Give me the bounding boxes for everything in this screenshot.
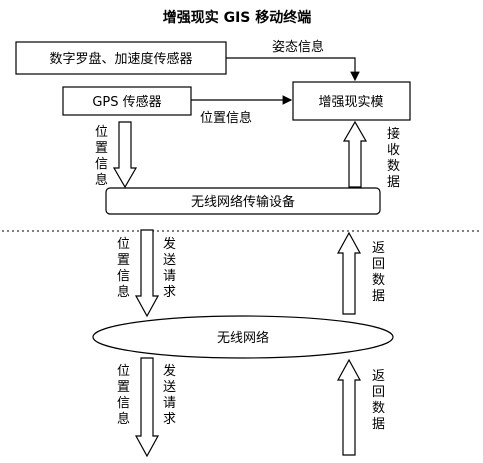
diagram-title: 增强现实 GIS 移动终端 <box>163 9 312 26</box>
edge-return-data-2-label: 返 回 数 据 <box>372 369 389 432</box>
node-wireless-network-label: 无线网络 <box>217 330 269 346</box>
node-wireless-network: 无线网络 <box>92 315 394 359</box>
edge-position-info-v1-label: 位 置 信 息 <box>95 125 112 188</box>
node-gps: GPS 传感器 <box>62 86 192 116</box>
node-wireless-device-label: 无线网络传输设备 <box>191 194 295 210</box>
node-ar-module: 增强现实模 <box>292 81 411 121</box>
arrow-device-to-ar <box>342 120 368 188</box>
edge-attitude-info-label: 姿态信息 <box>272 39 324 55</box>
edge-position-info-h: 位置信息 <box>191 95 293 126</box>
edge-return-data-1-label: 返 回 数 据 <box>372 241 389 304</box>
edge-position-info-v2-label: 位 置 信 息 <box>117 237 134 300</box>
edge-position-info-v3-label: 位 置 信 息 <box>117 364 134 427</box>
arrow-gps-to-device <box>112 121 138 189</box>
edge-receive-data-label: 接 收 数 据 <box>387 126 404 190</box>
node-sensor-compass: 数字罗盘、加速度传感器 <box>15 41 227 75</box>
node-sensor-compass-label: 数字罗盘、加速度传感器 <box>49 51 192 67</box>
arrow-network-down <box>134 357 160 458</box>
arrow-up-to-network <box>336 358 362 456</box>
arrow-network-to-device <box>336 231 362 315</box>
node-gps-label: GPS 传感器 <box>92 94 161 110</box>
arrow-device-to-network <box>134 229 160 318</box>
edge-position-info-h-label: 位置信息 <box>200 110 252 126</box>
edge-send-request-2-label: 发 送 请 求 <box>163 363 180 427</box>
node-ar-module-label: 增强现实模 <box>318 95 383 110</box>
edge-attitude-info: 姿态信息 <box>226 39 360 82</box>
edge-send-request-1-label: 发 送 请 求 <box>163 236 180 300</box>
node-wireless-device: 无线网络传输设备 <box>105 187 381 215</box>
